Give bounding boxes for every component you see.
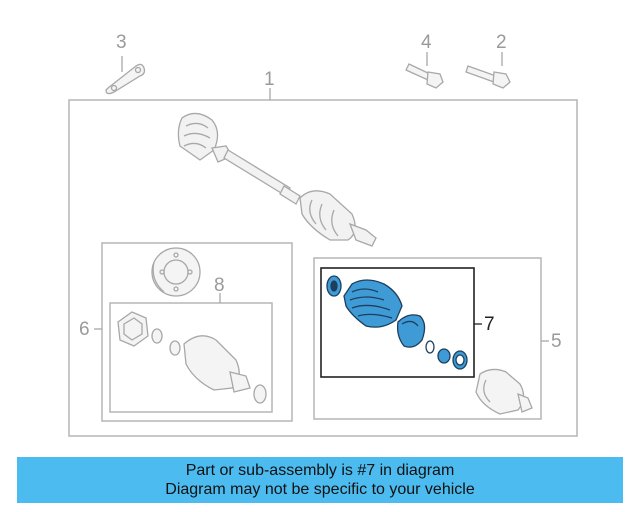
info-banner: Part or sub-assembly is #7 in diagram Di… bbox=[17, 457, 623, 503]
callout-8: 8 bbox=[214, 275, 225, 296]
boot-clamp-large bbox=[396, 314, 426, 348]
part-1-axle-shaft bbox=[177, 112, 377, 247]
subassembly-frame-7 bbox=[320, 267, 475, 378]
part-2-bolt bbox=[465, 52, 511, 89]
callout-3: 3 bbox=[116, 32, 127, 53]
callout-4: 4 bbox=[421, 32, 432, 53]
banner-line-part: Part or sub-assembly is #7 in diagram bbox=[185, 462, 455, 479]
callout-7: 7 bbox=[484, 314, 495, 335]
assembly-frame-1 bbox=[68, 99, 578, 437]
callout-1: 1 bbox=[264, 69, 275, 90]
retaining-ring bbox=[437, 348, 451, 364]
parts-diagram bbox=[68, 52, 578, 437]
callout-5: 5 bbox=[551, 331, 562, 352]
part-4-bolt bbox=[405, 52, 444, 89]
part-7-boot-kit bbox=[326, 275, 468, 370]
subassembly-frame-8 bbox=[109, 302, 273, 413]
part-8-joint-kit bbox=[117, 311, 267, 404]
banner-line-disclaimer: Diagram may not be specific to your vehi… bbox=[165, 481, 475, 498]
part-6-flange bbox=[151, 247, 201, 297]
part-3-bracket bbox=[105, 56, 146, 95]
callout-2: 2 bbox=[496, 32, 507, 53]
boot-bellows bbox=[343, 279, 403, 328]
subassembly-frame-5 bbox=[313, 257, 542, 420]
callout-6: 6 bbox=[79, 319, 90, 340]
circlip-ring bbox=[425, 340, 435, 354]
part-5-inner-joint bbox=[475, 368, 533, 415]
subassembly-frame-6 bbox=[101, 242, 293, 422]
